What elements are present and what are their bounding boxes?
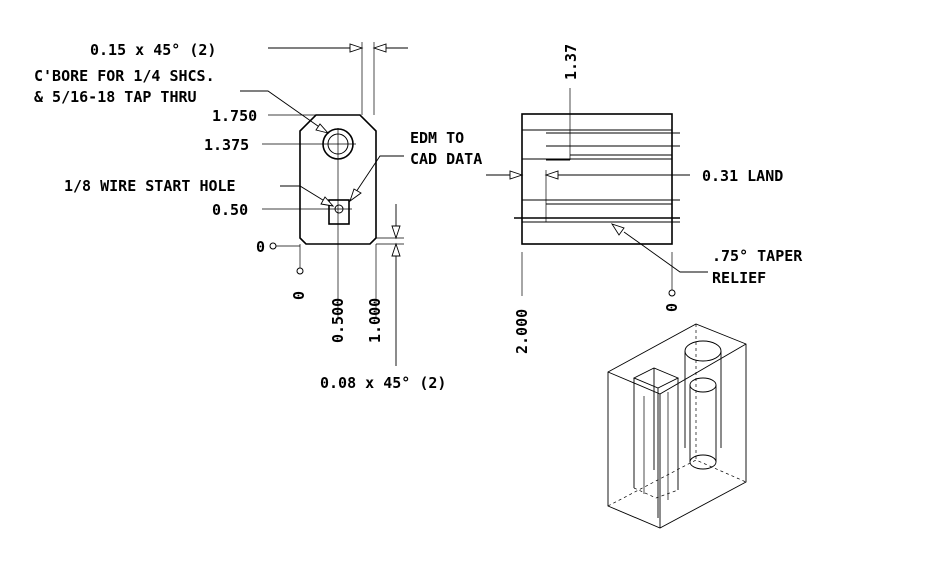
- cbore-leader-arrow: [315, 123, 330, 134]
- front-view-outline: [299, 114, 377, 245]
- cbore-label-line1: C'BORE FOR 1/4 SHCS.: [34, 67, 215, 85]
- iso-square-hole-top: [632, 367, 680, 389]
- iso-top-edge: [607, 343, 747, 395]
- cbore-leader: [240, 90, 326, 132]
- zero-side-label: 0: [663, 303, 681, 312]
- taper-label-line2: RELIEF: [712, 269, 766, 287]
- iso-cylinder-step: [689, 377, 717, 393]
- cbore-label-line2: & 5/16-18 TAP THRU: [34, 88, 197, 106]
- side-view: [486, 88, 708, 297]
- dim-137-label: 1.37: [562, 44, 580, 80]
- chamfer-bottom-arrow-bottom: [391, 242, 401, 257]
- iso-outline: [607, 323, 747, 529]
- chamfer-top-arrow-left: [349, 43, 364, 53]
- iso-sq-bottom: [633, 487, 679, 499]
- chamfer-bottom-label: 0.08 x 45° (2): [320, 374, 446, 392]
- taper-label-line1: .75° TAPER: [712, 247, 803, 265]
- edm-label-line1: EDM TO: [410, 129, 464, 147]
- dim-1750-label: 1.750: [212, 107, 257, 125]
- land-arrow-right: [544, 170, 559, 180]
- isometric-view: [607, 323, 747, 529]
- wire-start-hole: [328, 199, 350, 225]
- edm-leader: [351, 155, 404, 199]
- iso-hidden-bottom: [607, 459, 747, 507]
- zero-y-label: 0: [256, 238, 265, 256]
- land-arrow-left: [509, 170, 524, 180]
- chamfer-bottom-arrow-top: [391, 225, 401, 240]
- datum-side-marker: [668, 289, 676, 297]
- edm-leader-arrow: [349, 188, 362, 203]
- land-label: 0.31 LAND: [702, 167, 783, 185]
- chamfer-top-label: 0.15 x 45° (2): [90, 41, 216, 59]
- taper-leader: [623, 231, 708, 273]
- edm-label-line2: CAD DATA: [410, 150, 482, 168]
- taper-arrow: [610, 223, 625, 236]
- wire-start-label: 1/8 WIRE START HOLE: [64, 177, 236, 195]
- zero-x-label: 0: [290, 291, 308, 300]
- front-view: [240, 42, 408, 366]
- dim-2000-label: 2.000: [513, 309, 531, 354]
- datum-y-marker: [269, 242, 277, 250]
- iso-cylinder-top: [684, 340, 722, 362]
- wire-start-arrow: [320, 196, 335, 207]
- wire-start-leader: [280, 185, 332, 206]
- iso-cylinder-bottom: [689, 454, 717, 470]
- dim-1000-label: 1.000: [366, 298, 384, 343]
- dim-050-label: 0.50: [212, 201, 248, 219]
- dim-0500-label: 0.500: [329, 298, 347, 343]
- side-view-outline: [521, 113, 673, 245]
- chamfer-top-arrow-right: [372, 43, 387, 53]
- dim-1375-label: 1.375: [204, 136, 249, 154]
- datum-x-marker: [296, 267, 304, 275]
